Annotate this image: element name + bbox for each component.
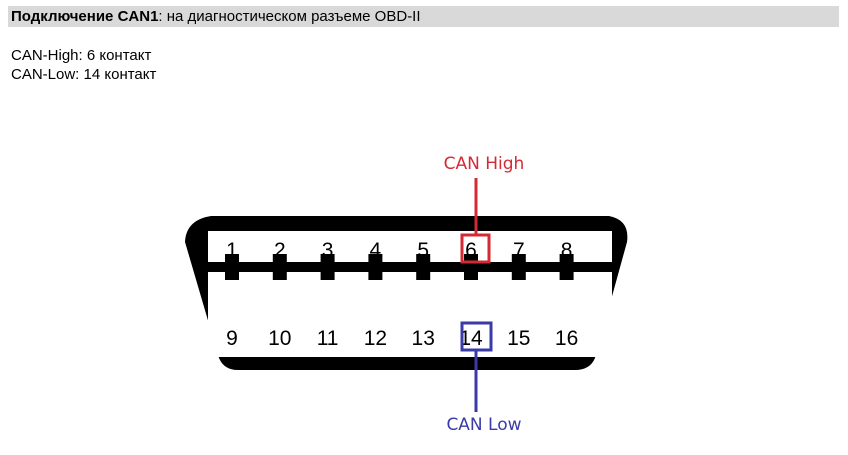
top-pin-row: 1 2 3 4 5 6 7 8	[225, 239, 574, 262]
header-bar: Подключение CAN1: на диагностическом раз…	[8, 6, 839, 27]
pin-key-tab	[320, 254, 335, 262]
can-low-label: CAN Low	[446, 415, 521, 435]
can-low-info: CAN-Low: 14 контакт	[11, 66, 157, 83]
pin-2-label: 2	[274, 239, 286, 262]
pin-5-label: 5	[417, 239, 429, 262]
pin-key-tab	[416, 254, 431, 262]
pin-info: CAN-High: 6 контакт CAN-Low: 14 контакт	[11, 46, 156, 84]
pin-key-tab	[320, 272, 335, 280]
pin-12-label: 12	[364, 327, 387, 350]
pin-4-label: 4	[370, 239, 382, 262]
pin-8-label: 8	[561, 239, 573, 262]
pin-key-tab	[225, 254, 239, 262]
pin-15-label: 15	[507, 327, 530, 350]
pin-3-label: 3	[322, 239, 334, 262]
pin-key-tab	[272, 272, 287, 280]
pin-key-tab	[559, 272, 574, 280]
pin-key-tab	[464, 254, 478, 262]
pin-1-label: 1	[226, 239, 238, 262]
connector-cavity	[208, 231, 612, 357]
pin-key-tab	[368, 254, 383, 262]
pin-11-label: 11	[317, 327, 339, 350]
pin-13-label: 13	[412, 327, 435, 350]
header-title-bold: Подключение CAN1	[11, 8, 159, 25]
can-high-pin-highlight	[460, 233, 491, 264]
pin-9-label: 9	[226, 327, 238, 350]
pin-10-label: 10	[268, 327, 291, 350]
can-low-pin-highlight	[460, 321, 493, 352]
pin-7-label: 7	[513, 239, 525, 262]
pin-key-tab	[511, 272, 526, 280]
pin-key-tab	[511, 254, 526, 262]
pin-key-tab	[464, 272, 478, 280]
pin-key-tab	[225, 272, 239, 280]
pin-6-label: 6	[465, 239, 477, 262]
pin-key-tab	[559, 254, 574, 262]
connector-divider	[208, 262, 612, 272]
can-high-info: CAN-High: 6 контакт	[11, 47, 152, 64]
pin-key-tab	[416, 272, 431, 280]
header-title-rest: : на диагностическом разъеме OBD-II	[158, 8, 421, 25]
pin-key-tab	[368, 272, 383, 280]
pin-14-label: 14	[459, 327, 483, 350]
pin-key-tab	[272, 254, 287, 262]
can-high-label: CAN High	[444, 154, 525, 174]
pin-16-label: 16	[555, 327, 578, 350]
bottom-pin-row: 9 10 11 12 13 14 15 16	[225, 272, 578, 350]
